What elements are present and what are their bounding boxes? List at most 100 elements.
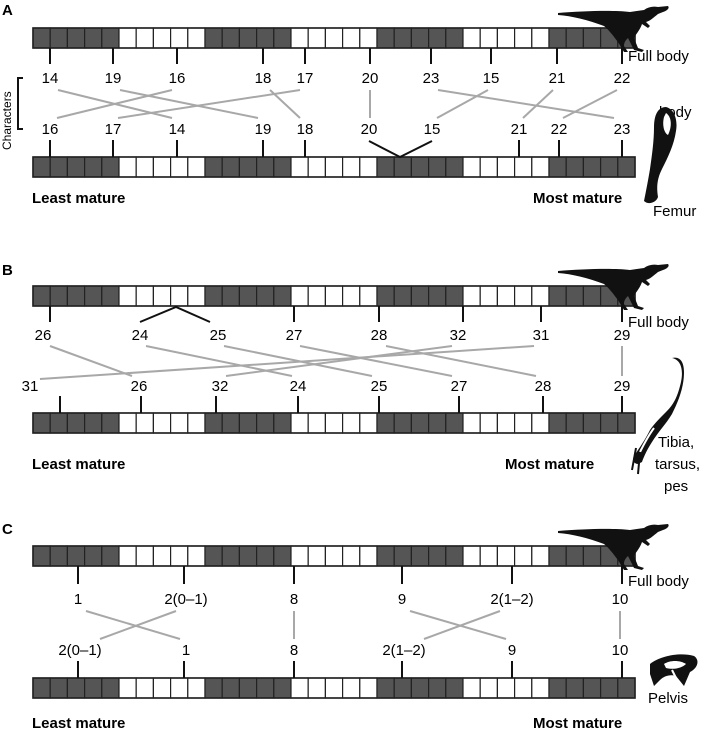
- bar-cell: [582, 677, 602, 699]
- bar-cell: [565, 285, 585, 307]
- bar-cell: [513, 156, 533, 178]
- panel-a-top-ticks: [49, 48, 623, 64]
- bar-cell: [496, 27, 516, 49]
- bar-cell: [531, 27, 550, 49]
- bar-cell: [135, 412, 154, 434]
- bar-cell: [273, 412, 292, 434]
- a-top-label: 18: [255, 70, 272, 87]
- bar-cell: [496, 156, 516, 178]
- bar-cell: [170, 27, 189, 49]
- bar-cell: [290, 27, 309, 49]
- bar-cell: [49, 412, 69, 434]
- bar-cell: [531, 677, 550, 699]
- bar-cell: [428, 412, 447, 434]
- femur-icon: [644, 107, 677, 204]
- bar-cell: [445, 677, 464, 699]
- bar-cell: [479, 27, 499, 49]
- bar-cell: [187, 412, 206, 434]
- bar-cell: [324, 412, 344, 434]
- bar-cell: [256, 156, 275, 178]
- b-bottom-label: 24: [290, 378, 307, 395]
- bar-cell: [118, 545, 137, 567]
- bar-cell: [428, 27, 447, 49]
- bar-cell: [548, 677, 567, 699]
- bar-cell: [565, 156, 585, 178]
- bar-cell: [359, 545, 378, 567]
- bar-cell: [617, 156, 636, 178]
- bar-cell: [445, 412, 464, 434]
- bar-cell: [238, 545, 258, 567]
- bar-cell: [187, 285, 206, 307]
- bar-cell: [290, 412, 309, 434]
- panel-b-bottom-ticks: [59, 396, 623, 413]
- tibia-label: Tibia,: [658, 434, 694, 451]
- tibia-tarsus-pes-icon: [631, 357, 684, 475]
- a-top-label: 14: [42, 70, 59, 87]
- bar-cell: [513, 285, 533, 307]
- b-top-label: 27: [286, 327, 303, 344]
- bar-cell: [342, 412, 361, 434]
- bar-cell: [238, 156, 258, 178]
- bar-cell: [49, 677, 69, 699]
- bar-cell: [290, 545, 309, 567]
- bar-outline: [32, 156, 636, 178]
- bar-cell: [428, 677, 447, 699]
- c-top-label: 2(0–1): [164, 591, 207, 608]
- bar-cell: [565, 677, 585, 699]
- bar-cell: [393, 285, 413, 307]
- bar-cell: [307, 156, 327, 178]
- bar-cell: [118, 27, 137, 49]
- c-bottom-label: 10: [612, 642, 629, 659]
- least-mature-label: Least mature: [32, 190, 125, 207]
- bar-cell: [135, 677, 154, 699]
- bar-cell: [617, 677, 636, 699]
- a-bottom-label: 21: [511, 121, 528, 138]
- a-bottom-label: 17: [105, 121, 122, 138]
- bar-cell: [170, 285, 189, 307]
- bar-cell: [238, 285, 258, 307]
- bar-cell: [101, 285, 120, 307]
- bar-cell: [118, 156, 137, 178]
- a-bottom-label: 18: [297, 121, 314, 138]
- bar-cell: [152, 545, 172, 567]
- bar-cell: [307, 27, 327, 49]
- bar-cell: [324, 677, 344, 699]
- bar-cell: [496, 677, 516, 699]
- bar-cell: [393, 545, 413, 567]
- bar-cell: [428, 156, 447, 178]
- bar-cell: [376, 27, 395, 49]
- bar-cell: [32, 677, 51, 699]
- panel-c-bottom-bar: [32, 677, 636, 699]
- bar-cell: [599, 412, 619, 434]
- bar-cell: [324, 27, 344, 49]
- bar-cell: [83, 677, 103, 699]
- bar-cell: [410, 156, 430, 178]
- b-bottom-label: 29: [614, 378, 631, 395]
- bar-cell: [49, 27, 69, 49]
- bar-cell: [256, 412, 275, 434]
- a-top-label: 19: [105, 70, 122, 87]
- bar-cell: [548, 412, 567, 434]
- b-top-label: 29: [614, 327, 631, 344]
- bar-cell: [238, 677, 258, 699]
- bar-cell: [324, 545, 344, 567]
- bar-cell: [410, 285, 430, 307]
- c-top-label: 8: [290, 591, 298, 608]
- bar-cell: [496, 285, 516, 307]
- bar-cell: [565, 412, 585, 434]
- bar-cell: [221, 27, 240, 49]
- bar-cell: [445, 27, 464, 49]
- bar-cell: [273, 156, 292, 178]
- bar-cell: [273, 545, 292, 567]
- bar-cell: [101, 156, 120, 178]
- bar-cell: [221, 677, 240, 699]
- bar-cell: [66, 545, 86, 567]
- dinosaur-silhouette-icon: [558, 6, 669, 52]
- bar-cell: [462, 677, 481, 699]
- bar-cell: [599, 156, 619, 178]
- bar-cell: [548, 156, 567, 178]
- characters-bracket: [17, 77, 23, 130]
- panel-a-bottom-ticks: [49, 140, 623, 157]
- bar-cell: [187, 27, 206, 49]
